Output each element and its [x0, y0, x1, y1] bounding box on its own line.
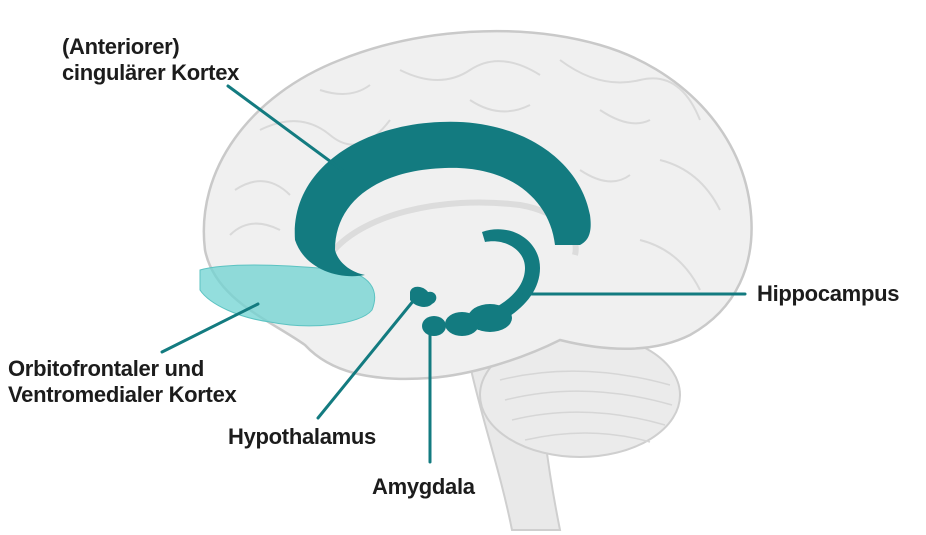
hypothalamus-label: Hypothalamus [228, 424, 376, 450]
leader-line-orbitofrontal [162, 304, 258, 352]
cingulate-cortex-label: (Anteriorer) cingulärer Kortex [62, 34, 239, 86]
orbitofrontal-cortex-label: Orbitofrontaler und Ventromedialer Korte… [8, 356, 236, 408]
orbitofrontal-label-line1: Orbitofrontaler und [8, 356, 236, 382]
cingulate-label-line2: cingulärer Kortex [62, 60, 239, 86]
cingulate-label-line1: (Anteriorer) [62, 34, 239, 60]
orbitofrontal-label-line2: Ventromedialer Kortex [8, 382, 236, 408]
amygdala-region [422, 316, 446, 336]
hippocampus-label: Hippocampus [757, 281, 899, 307]
hippocampus-head [445, 312, 479, 336]
amygdala-label: Amygdala [372, 474, 475, 500]
